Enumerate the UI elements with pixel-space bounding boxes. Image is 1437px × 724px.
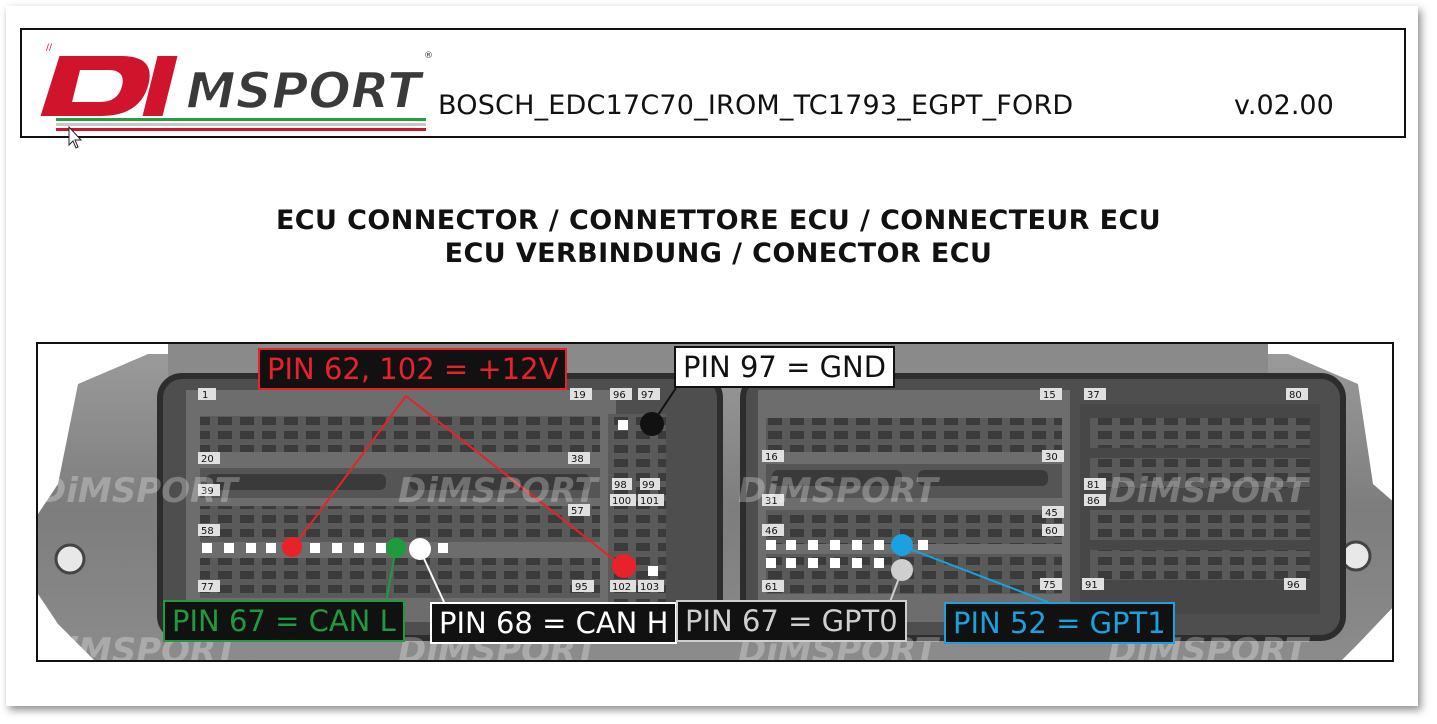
pin-dot-68-can-h xyxy=(409,538,431,560)
pin-label-75: 75 xyxy=(1043,580,1056,591)
pin-label-37: 37 xyxy=(1087,390,1100,401)
pin-label-60: 60 xyxy=(1045,526,1058,537)
callout-gpt0-pin: PIN 67 = GPT0 xyxy=(676,600,907,642)
pin-label-102: 102 xyxy=(612,582,631,593)
line-power-102 xyxy=(405,395,623,567)
document-header: // MSPORT ® BOSCH_EDC17C70_IROM_TC1793_E… xyxy=(20,28,1406,138)
pin-dot-102 xyxy=(612,554,636,578)
callout-power-pins: PIN 62, 102 = +12V xyxy=(258,348,568,390)
pin-label-19: 19 xyxy=(573,390,586,401)
pin-label-100: 100 xyxy=(612,496,631,507)
pin-label-1: 1 xyxy=(202,390,208,401)
pin-label-20: 20 xyxy=(201,454,214,465)
pin-label-45: 45 xyxy=(1045,508,1058,519)
watermark-logo: DiMSPORT xyxy=(398,471,601,511)
pin-label-86: 86 xyxy=(1087,496,1100,507)
callout-ground-pin: PIN 97 = GND xyxy=(674,346,896,388)
logo-text: MSPORT xyxy=(186,62,425,120)
mount-hole-right xyxy=(1340,540,1372,572)
pin-dot-67-can-l xyxy=(386,538,406,558)
pin-label-91: 91 xyxy=(1085,580,1098,591)
pin-dot-62 xyxy=(282,537,302,557)
pin-label-31: 31 xyxy=(765,496,778,507)
pin-label-98: 98 xyxy=(614,480,627,491)
watermark-logo: DiMSPORT xyxy=(738,471,941,511)
document-version: v.02.00 xyxy=(1234,90,1334,121)
watermark-logo: DiMSPORT xyxy=(38,471,241,511)
pin-label-39: 39 xyxy=(201,486,214,497)
pin-label-57: 57 xyxy=(571,506,584,517)
pin-label-38: 38 xyxy=(571,454,584,465)
callout-can-low-pin: PIN 67 = CAN L xyxy=(163,600,405,642)
pin-label-30: 30 xyxy=(1045,452,1058,463)
pin-label-58: 58 xyxy=(201,526,214,537)
pin-label-16: 16 xyxy=(765,452,778,463)
pin-label-101: 101 xyxy=(640,496,659,507)
pin-label-99: 99 xyxy=(642,480,655,491)
callout-gpt1-pin: PIN 52 = GPT1 xyxy=(944,602,1175,644)
mouse-pointer-icon xyxy=(68,126,82,149)
callout-can-high-pin: PIN 68 = CAN H xyxy=(430,602,678,644)
dimsport-logo: // MSPORT ® xyxy=(40,43,433,131)
section-title-line-1: ECU CONNECTOR / CONNETTORE ECU / CONNECT… xyxy=(275,205,1162,236)
pin-label-15: 15 xyxy=(1043,390,1056,401)
pin-label-61: 61 xyxy=(765,582,778,593)
pin-dot-67-gpt0 xyxy=(891,559,913,581)
pin-label-96-right: 96 xyxy=(1287,580,1300,591)
mount-hole-left xyxy=(54,543,86,575)
pin-label-97: 97 xyxy=(641,390,654,401)
pin-label-46: 46 xyxy=(765,526,778,537)
pin-label-80: 80 xyxy=(1289,390,1302,401)
pin-label-77: 77 xyxy=(201,582,214,593)
svg-text://: // xyxy=(46,43,53,53)
section-title-line-2: ECU VERBINDUNG / CONECTOR ECU xyxy=(444,238,993,269)
pin-label-81: 81 xyxy=(1087,480,1100,491)
document-title: BOSCH_EDC17C70_IROM_TC1793_EGPT_FORD xyxy=(438,90,1074,121)
svg-text:®: ® xyxy=(424,51,433,61)
pin-label-96: 96 xyxy=(613,390,626,401)
pin-dot-52-gpt1 xyxy=(891,534,913,556)
pin-label-95: 95 xyxy=(575,582,588,593)
line-power-62 xyxy=(293,395,407,547)
pin-label-103: 103 xyxy=(640,582,659,593)
line-gpt1 xyxy=(901,545,1049,603)
watermark-logo: DiMSPORT xyxy=(1108,471,1311,511)
pin-dot-97 xyxy=(640,412,664,436)
